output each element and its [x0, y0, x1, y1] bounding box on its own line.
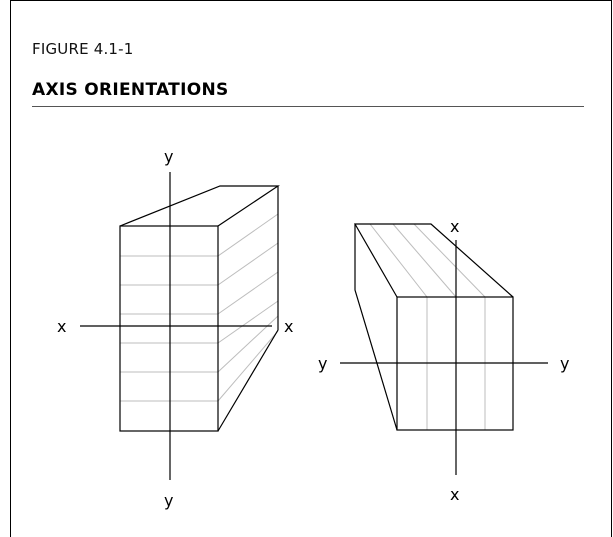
figure-number: FIGURE 4.1-1: [32, 40, 134, 58]
left-front-grain: [120, 255, 218, 402]
left-y-top-label: y: [164, 147, 173, 166]
frame-border-top: [10, 0, 612, 1]
left-block-outline: [119, 185, 280, 432]
left-x-left-label: x: [57, 317, 66, 336]
title-underline: [32, 106, 584, 107]
right-x-bottom-label: x: [450, 485, 459, 504]
right-axes: [340, 240, 548, 475]
right-block-outline: [353, 223, 514, 431]
right-y-left-label: y: [318, 354, 327, 373]
figure-title: AXIS ORIENTATIONS: [32, 80, 229, 100]
left-y-bottom-label: y: [164, 491, 173, 510]
frame-border-left: [10, 0, 11, 537]
right-y-right-label: y: [560, 354, 569, 373]
right-x-top-label: x: [450, 217, 459, 236]
right-top-grain: [369, 223, 486, 298]
left-side-grain: [217, 213, 279, 402]
left-x-right-label: x: [284, 317, 293, 336]
left-axes: [80, 172, 272, 480]
frame-border-right: [611, 0, 612, 537]
